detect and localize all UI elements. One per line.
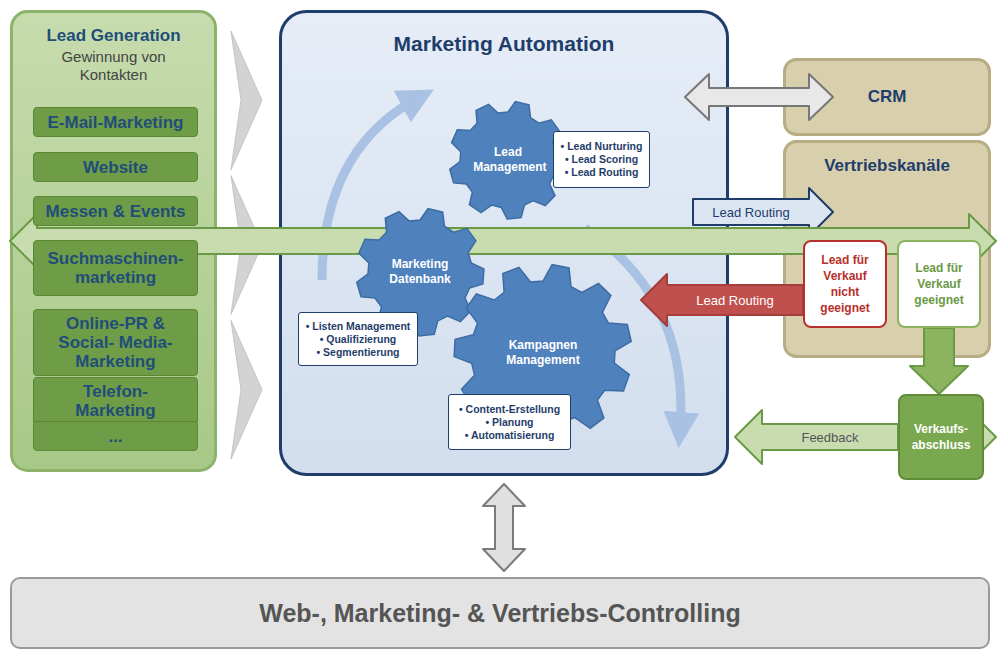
node-title: Lead für Verkauf nicht geeignet: [809, 252, 881, 316]
arrow-shape: [231, 31, 262, 170]
arrow-shape: [483, 484, 525, 571]
channel-box: Messen & Events: [33, 196, 198, 226]
closing-box: Verkaufs- abschluss: [898, 394, 984, 480]
node-title: Marketing Datenbank: [382, 257, 457, 287]
edge-label-holder: Feedback: [798, 430, 861, 445]
node-title: CRM: [868, 87, 907, 107]
node-title: Lead Management: [473, 145, 543, 175]
arrow-shape: [735, 410, 898, 464]
channel-box: Telefon-Marketing: [33, 377, 198, 425]
edge-label-holder: Lead Routing: [709, 205, 792, 220]
lead-generation-panel: Lead GenerationGewinnung von KontaktenE-…: [10, 10, 217, 472]
arrow-shape: [910, 328, 968, 394]
arrow-shape: [641, 274, 803, 326]
node-title: Lead Generation: [10, 26, 217, 46]
node-text: • Segmentierung: [304, 346, 412, 359]
connector-arrow: [641, 274, 803, 326]
node-title: ...: [108, 427, 122, 446]
panel-background: [12, 12, 216, 471]
node-title: Suchmaschinen- marketing: [44, 249, 187, 287]
node-text: • Lead Scoring: [559, 153, 644, 166]
node-title: • Listen Management: [304, 320, 412, 333]
edge-label: Lead Routing: [693, 293, 776, 308]
node-text: • Automatisierung: [454, 429, 565, 442]
bullet-box: • Lead Nurturing• Lead Scoring• Lead Rou…: [553, 131, 650, 188]
lead-status-box: Lead für Verkauf geeignet: [897, 240, 981, 328]
connector-arrow: [910, 328, 968, 394]
bullet-box: • Listen Management• Qualifizierung• Seg…: [298, 312, 418, 366]
node-title: Online-PR & Social- Media-Marketing: [44, 314, 187, 371]
node-title: • Lead Nurturing: [559, 140, 644, 153]
node-title: Website: [83, 158, 148, 177]
channel-box: Suchmaschinen- marketing: [33, 240, 198, 296]
node-title: • Content-Erstellung: [454, 403, 565, 416]
edge-label: Feedback: [798, 430, 861, 445]
edge-label: Lead Routing: [709, 205, 792, 220]
channel-box: Website: [33, 152, 198, 182]
node-title: Lead für Verkauf geeignet: [903, 260, 975, 308]
sales-channel-panel: VertriebskanäleLead für Verkauf nicht ge…: [783, 140, 991, 358]
channel-box: E-Mail-Marketing: [33, 107, 198, 137]
node-title: Kampagnen Management: [491, 338, 595, 368]
arrow-shape: [231, 320, 262, 459]
node-text: Gewinnung von Kontakten: [30, 48, 197, 84]
connector-arrow: [483, 484, 525, 571]
node-text: • Lead Routing: [559, 166, 644, 179]
node-text: • Planung: [454, 416, 565, 429]
node-title: E-Mail-Marketing: [47, 113, 183, 132]
node-title: Marketing Automation: [279, 32, 729, 56]
crm-box: CRM: [783, 58, 991, 136]
node-title: Telefon-Marketing: [44, 382, 187, 420]
node-title: Web-, Marketing- & Vertriebs-Controlling: [259, 599, 741, 628]
channel-box: Online-PR & Social- Media-Marketing: [33, 309, 198, 376]
gear-outline: [450, 102, 567, 220]
channel-box: ...: [33, 421, 198, 451]
connector-arrow: [685, 74, 833, 120]
edge-label-holder: Lead Routing: [693, 293, 776, 308]
controlling-bar: Web-, Marketing- & Vertriebs-Controlling: [10, 577, 990, 649]
arrow-shape: [685, 74, 833, 120]
node-text: • Qualifizierung: [304, 333, 412, 346]
automation-panel: Marketing AutomationLead Management • Lea…: [279, 10, 729, 476]
gear-node: Lead Management: [448, 100, 568, 220]
connector-arrow: [735, 410, 898, 464]
node-title: Vertriebskanäle: [783, 156, 991, 176]
node-title: Verkaufs- abschluss: [904, 421, 978, 453]
lead-status-box: Lead für Verkauf nicht geeignet: [803, 240, 887, 328]
node-title: Messen & Events: [46, 202, 186, 221]
bullet-box: • Content-Erstellung• Planung• Automatis…: [448, 394, 571, 450]
